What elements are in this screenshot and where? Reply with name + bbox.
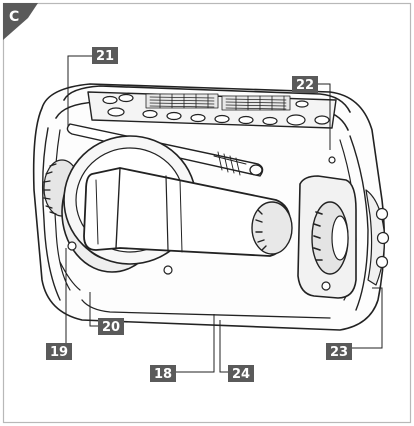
leader-20 <box>89 292 98 327</box>
svg-text:21: 21 <box>96 49 114 64</box>
svg-text:20: 20 <box>102 320 120 335</box>
callout-20: 20 <box>98 318 124 335</box>
radio-illustration <box>32 83 390 331</box>
svg-text:24: 24 <box>232 367 250 382</box>
right-speaker <box>297 175 357 299</box>
svg-text:18: 18 <box>154 367 172 382</box>
crank-knob <box>251 201 293 255</box>
svg-text:23: 23 <box>330 345 348 360</box>
callout-23: 23 <box>326 343 352 360</box>
callout-24: 24 <box>228 365 254 382</box>
callout-21: 21 <box>92 47 118 64</box>
leader-21 <box>67 55 92 126</box>
figure-corner-tab: C <box>3 3 38 40</box>
svg-text:22: 22 <box>296 78 314 93</box>
leader-24 <box>219 320 228 373</box>
button-row <box>102 93 330 126</box>
figure-letter: C <box>9 9 19 25</box>
callout-19: 19 <box>46 343 72 360</box>
leader-22 <box>318 83 331 150</box>
leader-18 <box>176 314 215 373</box>
solar-panel <box>145 93 291 111</box>
callout-18: 18 <box>150 365 176 382</box>
svg-text:19: 19 <box>50 345 68 360</box>
callout-leaders <box>65 55 383 373</box>
callout-22: 22 <box>292 76 318 93</box>
leader-23 <box>352 287 383 349</box>
